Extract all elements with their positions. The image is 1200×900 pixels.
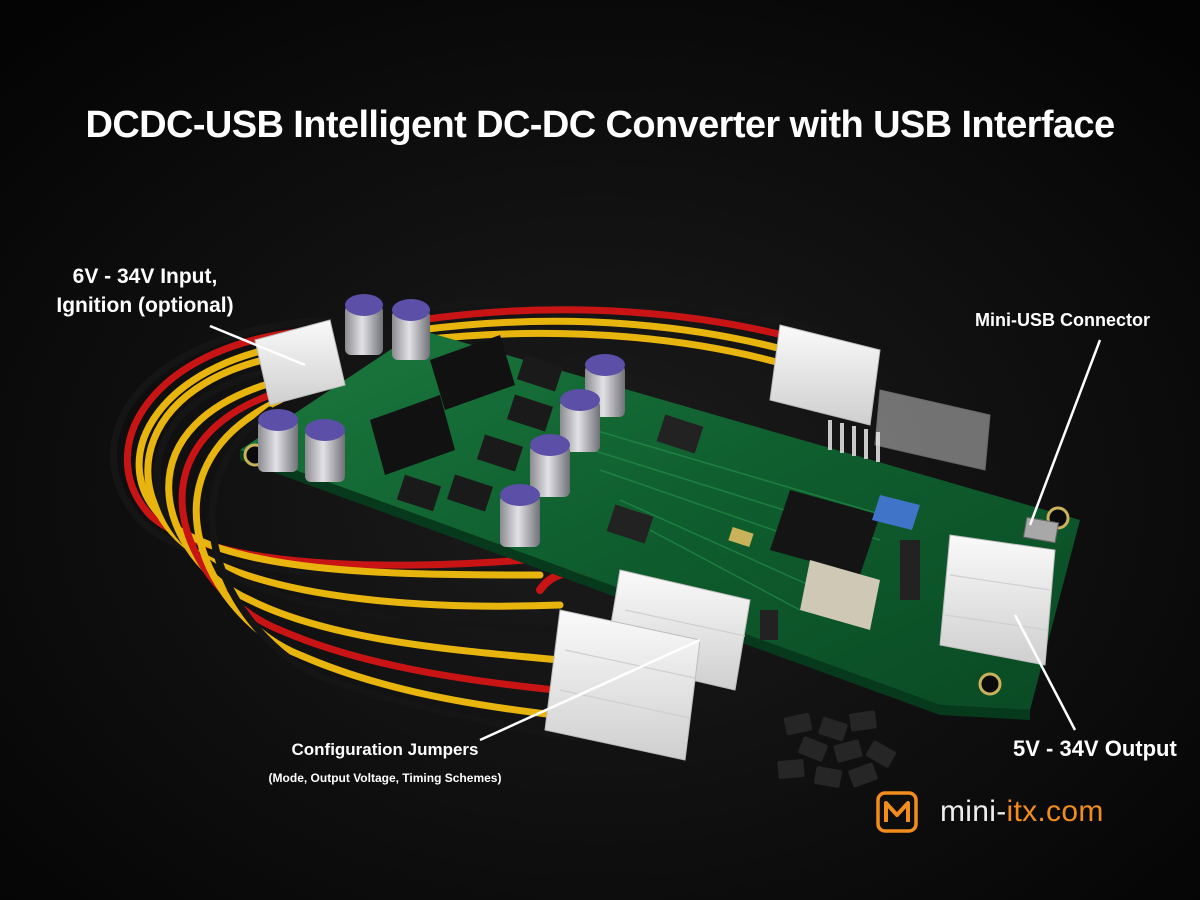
jumpers-label: Configuration Jumpers (Mode, Output Volt… bbox=[230, 738, 540, 788]
brand-logo: mini-itx.com bbox=[876, 790, 1104, 834]
brand-name-part1: mini- bbox=[940, 795, 1007, 828]
wire-harness bbox=[110, 296, 824, 739]
loose-jumpers bbox=[777, 710, 897, 788]
capacitors bbox=[258, 294, 625, 547]
input-label-line2: Ignition (optional) bbox=[56, 294, 234, 317]
output-label: 5V - 34V Output bbox=[1013, 736, 1177, 761]
jumpers-label-main: Configuration Jumpers bbox=[291, 740, 479, 759]
mini-usb-label: Mini-USB Connector bbox=[975, 310, 1150, 330]
pcb-components bbox=[370, 335, 920, 640]
brand-name: mini-itx.com bbox=[940, 795, 1104, 829]
callout-lines bbox=[209, 324, 1102, 742]
mini-usb-port bbox=[1022, 516, 1060, 544]
input-label: 6V - 34V Input, Ignition (optional) bbox=[40, 262, 250, 320]
brand-name-part2: itx.com bbox=[1006, 795, 1104, 828]
input-label-line1: 6V - 34V Input, bbox=[72, 265, 218, 288]
output-connector bbox=[939, 534, 1056, 666]
m-logo-icon bbox=[876, 791, 918, 833]
connectors bbox=[254, 319, 1060, 761]
jumpers-label-sub: (Mode, Output Voltage, Timing Schemes) bbox=[268, 771, 502, 785]
page-title: DCDC-USB Intelligent DC-DC Converter wit… bbox=[85, 104, 1116, 146]
